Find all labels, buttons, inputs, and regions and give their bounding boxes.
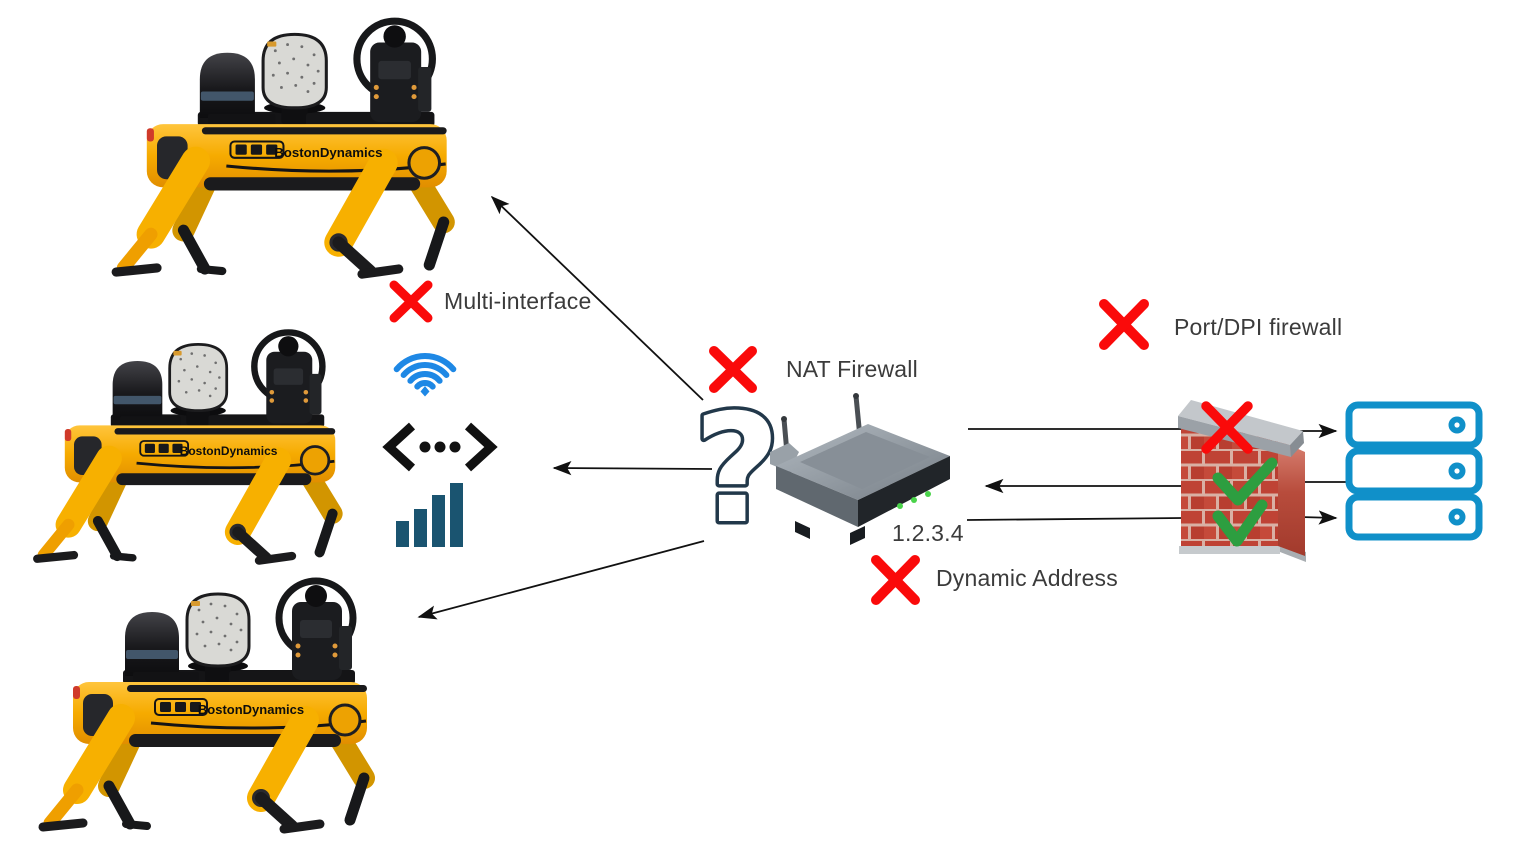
robot-brand-label: BostonDynamics	[274, 145, 382, 160]
firewall-side-face	[1278, 440, 1305, 556]
brick-firewall	[1178, 400, 1306, 562]
arrow-firewall-to-server-3	[1299, 510, 1338, 525]
dynamic-address-label: Dynamic Address	[936, 565, 1118, 591]
red-x-icon-nat-firewall	[709, 346, 757, 393]
red-x-icon-multi-interface	[389, 280, 433, 323]
spot-robot-2: BostonDynamics	[37, 332, 335, 560]
port-dpi-firewall-label: Port/DPI firewall	[1174, 314, 1343, 340]
line-router-to-firewall-bottom	[966, 517, 1184, 521]
arrow-router-to-robot-2	[552, 460, 713, 476]
connection-arrows	[417, 195, 1347, 620]
robot-brand-label: BostonDynamics	[198, 702, 304, 717]
robot-brand-label: BostonDynamics	[180, 444, 278, 458]
red-x-icon-dynamic-address	[871, 555, 920, 605]
nat-router	[770, 393, 950, 545]
nat-firewall-label: NAT Firewall	[786, 356, 918, 382]
server-stack	[1345, 401, 1483, 541]
multi-interface-label: Multi-interface	[444, 288, 592, 314]
red-x-icon-blocked-rule	[1201, 401, 1253, 454]
server-1	[1345, 401, 1483, 449]
server-3	[1345, 493, 1483, 541]
angle-brackets-dots-icon	[382, 422, 498, 472]
server-2	[1345, 447, 1483, 495]
spot-robot-3: BostonDynamics	[43, 581, 367, 829]
spot-robot-1: BostonDynamics	[116, 21, 446, 274]
arrow-router-to-robot-3	[417, 540, 705, 620]
question-mark-icon: ?	[693, 383, 780, 557]
green-check-icon-rule-2	[1212, 499, 1268, 547]
wifi-icon	[393, 353, 457, 397]
signal-bars-icon	[396, 483, 463, 547]
red-x-icon-port-dpi	[1099, 299, 1149, 350]
firewall-cap-side	[1290, 431, 1304, 457]
arrow-router-to-robot-1	[490, 195, 704, 401]
router-ip-label: 1.2.3.4	[892, 520, 964, 546]
green-check-icon-rule-1	[1212, 457, 1278, 506]
